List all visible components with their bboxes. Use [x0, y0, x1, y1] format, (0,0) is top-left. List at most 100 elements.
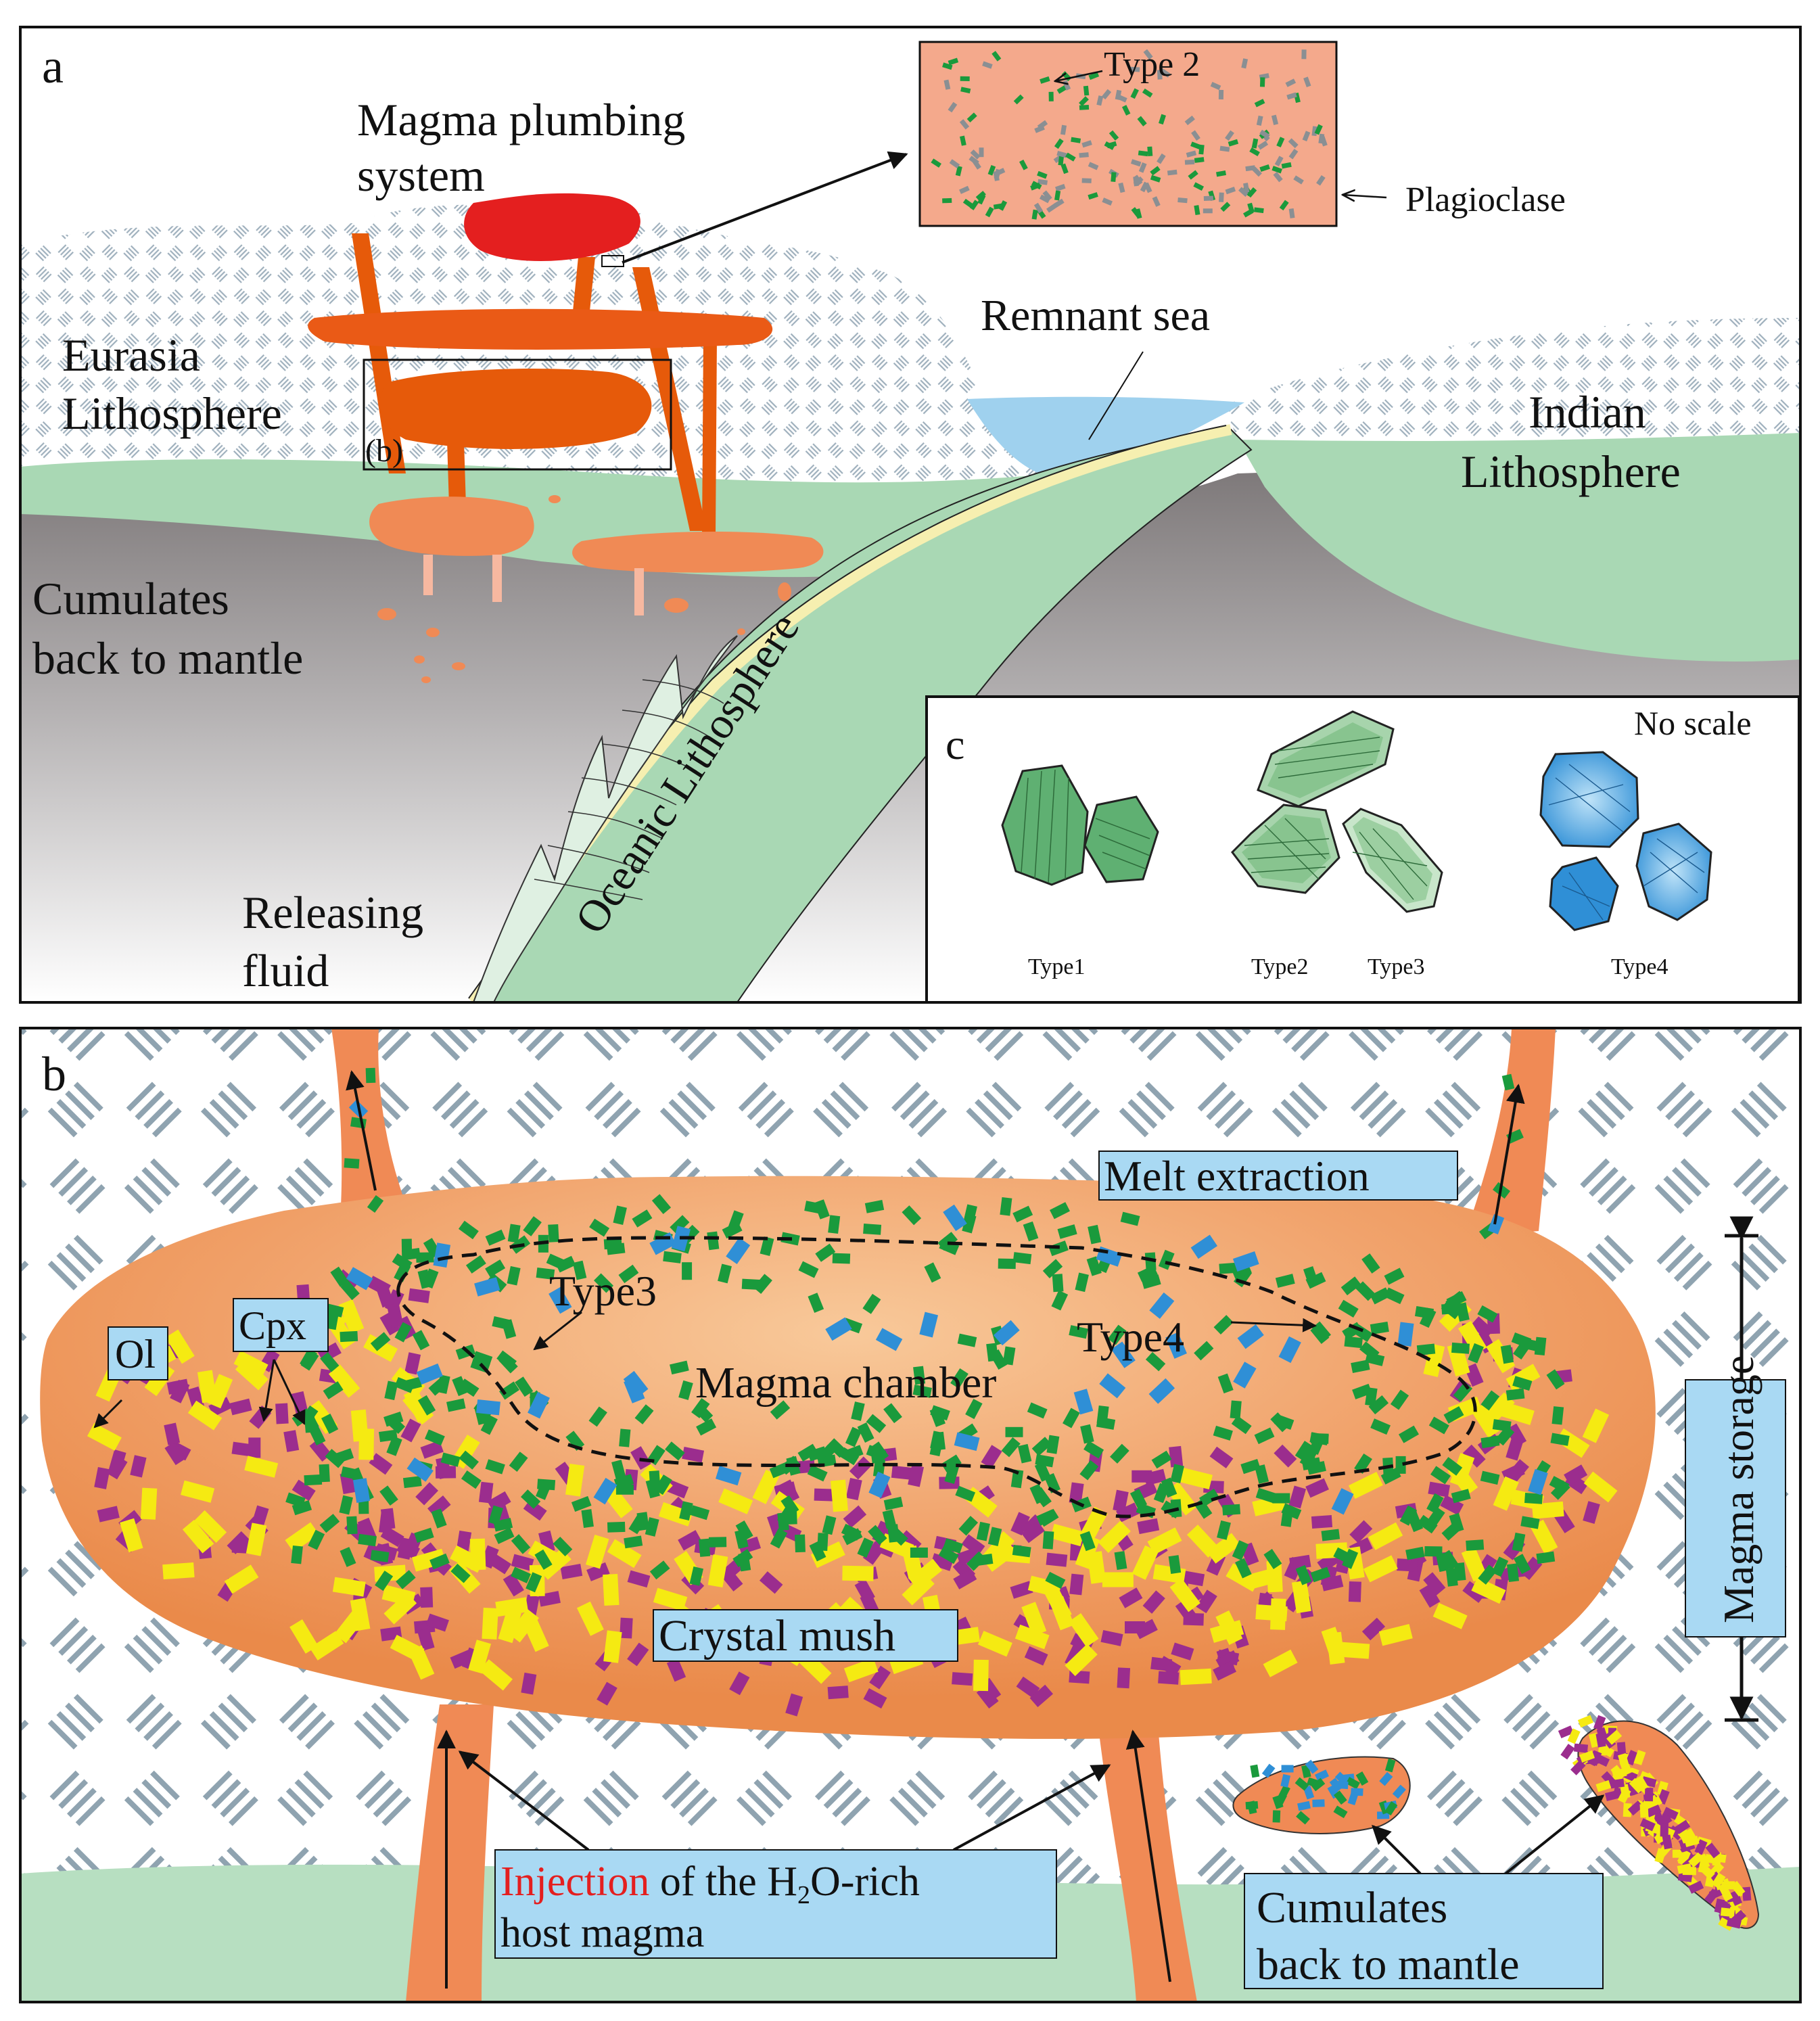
olivine-crystal — [961, 1534, 985, 1556]
cumulate-crystal — [1618, 1753, 1630, 1769]
inset-crystal — [1130, 88, 1139, 99]
olivine-crystal — [1464, 1363, 1484, 1387]
cumulate-crystal — [1312, 1799, 1325, 1807]
plagioclase-crystal — [929, 1407, 946, 1427]
plagioclase-crystal — [402, 1476, 422, 1489]
plagioclase-crystal — [624, 1535, 643, 1549]
inset-crystal — [1215, 170, 1227, 177]
olivine-crystal — [1158, 1671, 1180, 1685]
inset-crystal — [1079, 96, 1089, 107]
inset-crystal — [969, 156, 979, 166]
plagioclase-crystal — [507, 1224, 521, 1243]
middle-conduit — [1096, 1704, 1197, 2002]
plagioclase-crystal — [689, 1505, 710, 1520]
cpx-crystal — [1471, 1577, 1506, 1604]
magma-plumbing-system — [308, 193, 824, 683]
plagioclase-crystal — [913, 1366, 926, 1385]
type4-label-b: Type4 — [1077, 1313, 1184, 1361]
olivine-crystal — [109, 1449, 126, 1472]
plagioclase-crystal — [938, 1546, 959, 1564]
inset-crystal — [1143, 49, 1153, 60]
plagioclase-crystal — [1161, 1477, 1177, 1498]
type2-inset-label: Type 2 — [1104, 45, 1200, 84]
plagioclase-crystal — [866, 1445, 887, 1461]
plagioclase-crystal — [718, 1263, 732, 1284]
cpx-crystal — [495, 1597, 529, 1617]
plagioclase-crystal — [396, 1570, 416, 1589]
inset-crystal — [1225, 187, 1236, 195]
plagioclase-crystal — [1232, 1540, 1249, 1561]
cumulate-crystal — [1606, 1729, 1623, 1745]
cpx-crystal — [707, 1554, 728, 1588]
plagioclase-crystal — [555, 1255, 576, 1273]
olivine-crystal — [275, 1403, 289, 1424]
cpx-crystal — [224, 1564, 259, 1594]
inset-crystal — [1157, 153, 1166, 164]
cpx-crystal — [1449, 1453, 1475, 1487]
cumulate-crystal — [1280, 1773, 1291, 1788]
cumulate-crystal — [1677, 1850, 1691, 1866]
plagioclase-crystal — [330, 1266, 349, 1287]
plagioclase-crystal — [383, 1412, 404, 1427]
plagioclase-crystal — [1023, 1221, 1039, 1242]
cpx-crystal — [334, 1609, 365, 1644]
plagioclase-crystal — [499, 1381, 519, 1400]
indian-label: Indian — [1529, 386, 1646, 438]
olivine-crystal — [1520, 1556, 1543, 1580]
indian-mantle-lithosphere — [1238, 433, 1800, 661]
plagioclase-crystal — [1351, 1360, 1370, 1373]
plagioclase-crystal — [863, 1224, 882, 1235]
plagioclase-crystal — [769, 1462, 790, 1479]
svg-text:Magma storage: Magma storage — [1714, 1355, 1763, 1623]
plagioclase-crystal — [492, 1316, 512, 1330]
olivine-crystal — [666, 1658, 686, 1682]
inset-crystal — [1247, 202, 1255, 214]
plagioclase-crystal — [851, 1401, 865, 1421]
plagioclase-crystal — [857, 1537, 874, 1558]
cumulate-crystal — [1305, 1759, 1319, 1774]
inset-crystal — [1101, 89, 1112, 100]
plagioclase-crystal — [344, 1158, 360, 1169]
plagioclase-inset — [918, 41, 1338, 227]
plagioclase-crystal — [1368, 1395, 1389, 1415]
inset-crystal — [960, 135, 966, 146]
plagioclase-crystal — [1309, 1432, 1329, 1445]
inset-crystal — [1274, 156, 1284, 167]
plagioclase-crystal — [480, 1414, 498, 1435]
inset-crystal — [1147, 146, 1153, 157]
plagioclase-crystal — [828, 1215, 841, 1234]
plagioclase-crystal — [708, 1537, 727, 1548]
plagioclase-crystal — [857, 1422, 874, 1443]
inset-crystal — [1048, 91, 1054, 101]
olivine-crystal — [1348, 1581, 1361, 1602]
plagioclase-crystal — [814, 1199, 830, 1219]
plagioclase-crystal — [976, 1521, 990, 1541]
type2-crystal — [1231, 710, 1395, 894]
plagioclase-crystal — [872, 1458, 886, 1477]
cpx-crystal — [603, 1630, 622, 1663]
olivine-crystal — [627, 1570, 651, 1588]
cumulate-crystal — [1595, 1732, 1606, 1748]
cpx-crystal — [1098, 1520, 1131, 1553]
olivine-crystal — [627, 1642, 649, 1667]
cumulates-a-label: Cumulates — [32, 573, 229, 624]
plagioclase-crystal — [649, 1560, 670, 1580]
olivine-crystal — [682, 1447, 705, 1463]
injection-box: Injection of the H2O-rich host magma — [494, 1849, 1057, 1959]
plagioclase-crystal — [1342, 1322, 1363, 1340]
plagioclase-crystal — [611, 1460, 626, 1480]
plagioclase-crystal — [507, 1265, 521, 1286]
olivine-crystal — [1583, 1501, 1600, 1524]
plagioclase-crystal — [974, 1553, 994, 1566]
plagioclase-crystal — [450, 1563, 471, 1583]
plagioclase-crystal — [1057, 1224, 1077, 1239]
plagioclase-crystal — [1086, 1256, 1102, 1276]
olivine-crystal — [1125, 1621, 1145, 1633]
olivine-crystal — [1361, 1617, 1386, 1641]
inset-crystal — [1115, 89, 1122, 100]
plagioclase-crystal — [1384, 1268, 1405, 1285]
type4-crystal-b — [1111, 1341, 1136, 1368]
inset-crystal — [1055, 183, 1066, 192]
plagioclase-crystal — [628, 1514, 647, 1535]
plagioclase-crystal — [1063, 1408, 1080, 1428]
